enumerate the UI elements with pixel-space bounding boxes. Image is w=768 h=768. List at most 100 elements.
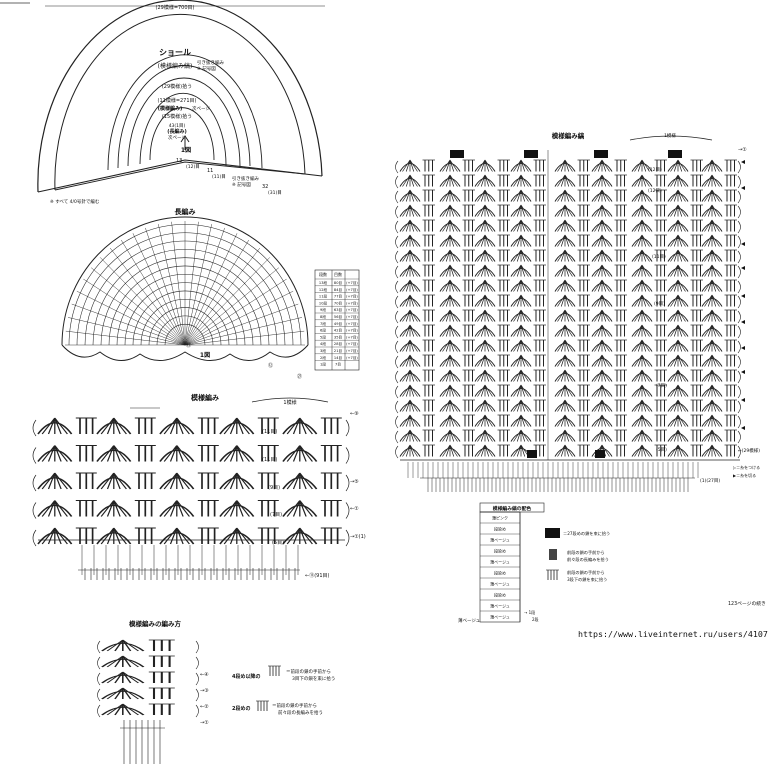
stripe-arrow-top: →① bbox=[738, 147, 747, 153]
table-cell: 28目 bbox=[334, 341, 342, 346]
color-table-title: 模様編み縞の配色 bbox=[493, 505, 532, 512]
source-url: https://www.liveinternet.ru/users/410704… bbox=[578, 629, 768, 639]
color-table-bottom: 薄ベージュ bbox=[458, 617, 480, 624]
how-to-title: 模様編みの編み方 bbox=[129, 619, 182, 628]
table-cell: 12段 bbox=[319, 287, 328, 292]
shawl-footnote: ※ すべて 4/0号針で編む bbox=[50, 198, 100, 205]
table-cell: (+7目) bbox=[346, 307, 358, 312]
pattern-small-count-5: (5目) bbox=[272, 540, 284, 546]
how-to-row2-label: 2段めの bbox=[232, 705, 250, 712]
shawl-rows-29: (29模様)拾う bbox=[162, 83, 192, 90]
table-cell: 8段 bbox=[320, 314, 326, 319]
pattern-stripe-diagram: 模様編み縞 1模様 (12目) (12目) (11目) (9目) (7目) (5… bbox=[395, 131, 760, 492]
shawl-note-b2: ※ 記号図 bbox=[232, 181, 251, 188]
how-to-row4-desc1: ＝前段の鎖の手前から bbox=[286, 668, 331, 675]
table-cell: 49目 bbox=[334, 321, 342, 326]
stripe-count-4: (9目) bbox=[654, 301, 665, 307]
pattern-small-diagram: 模様編み 1模様 (11目) (11目) (9目) (7目) (5目) ←⑨ →… bbox=[32, 393, 366, 580]
how-to-arrow-2: →③ bbox=[200, 688, 209, 694]
table-cell: (+7目) bbox=[346, 355, 358, 360]
shawl-fig: 1図 bbox=[181, 146, 191, 154]
table-cell: 11段 bbox=[319, 294, 328, 299]
shawl-page-ref: 次ページ bbox=[192, 105, 210, 112]
shawl-inner-1: 43(1目) bbox=[169, 123, 186, 129]
stripe-arrow-start: (1)(27目) bbox=[700, 478, 720, 484]
how-to-row4-desc2: 3目下の鎖を束に拾う bbox=[292, 675, 335, 682]
color-legend-1: ＝27段めの鎖を束に拾う bbox=[563, 530, 610, 537]
table-cell: (+7目) bbox=[346, 341, 358, 346]
table-cell: (+7目) bbox=[346, 294, 358, 299]
table-cell: (+7目) bbox=[346, 300, 358, 305]
how-to-row2-desc1: ＝前段の鎖の手前から bbox=[272, 702, 317, 709]
color-row-label: 薄ピンク bbox=[492, 515, 508, 521]
shawl-n32: 32 bbox=[262, 184, 268, 190]
table-cell: 77目 bbox=[334, 294, 342, 299]
how-to-arrow-1: ←④ bbox=[200, 672, 209, 678]
table-cell: 35目 bbox=[334, 334, 342, 339]
shawl-schematic: (29模様=700目) ショール (模様編み縞) 引き抜き編み ※ 記号図 (2… bbox=[0, 0, 325, 205]
table-cell: 7段 bbox=[320, 321, 326, 326]
table-cell: (+7目) bbox=[346, 328, 358, 333]
table-cell: 63目 bbox=[334, 307, 342, 312]
how-to-arrow-3: ←② bbox=[200, 704, 209, 710]
stripe-legend-1: ▷＝糸をつける bbox=[733, 464, 760, 470]
continued-note: 123ページの続き bbox=[728, 600, 766, 607]
table-cell: 13段 bbox=[319, 280, 328, 285]
color-row-label: 薄ベージュ bbox=[490, 614, 510, 620]
table-cell: 84目 bbox=[334, 287, 342, 292]
stripe-count-1: (12目) bbox=[648, 167, 662, 173]
table-cell: 1段 bbox=[320, 362, 326, 367]
color-table: 模様編み縞の配色 薄ピンク段染め薄ベージュ段染め薄ベージュ段染め薄ベージュ段染め… bbox=[458, 502, 610, 624]
color-row-label: 段染め bbox=[494, 570, 506, 576]
stripe-legend-2: ▶＝糸を切る bbox=[733, 472, 756, 478]
table-cell: 5段 bbox=[320, 334, 326, 339]
shawl-pattern-label: (模様編み) bbox=[158, 105, 183, 112]
long-stitch-title: 長編み bbox=[175, 207, 196, 216]
table-cell: 2段 bbox=[320, 355, 326, 360]
shawl-note-a1: 引き抜き編み bbox=[197, 59, 224, 66]
table-header-rows: 段数 bbox=[319, 271, 327, 277]
how-to-diagram: 模様編みの編み方 ←④ →③ ←② →① 4段め以降の ＝前段の鎖の手前から 3… bbox=[97, 619, 335, 764]
table-cell: (+7目) bbox=[346, 348, 358, 353]
color-legend-3a: 前段の鎖の手前から bbox=[567, 569, 605, 576]
pattern-small-arrow-4: →①(1) bbox=[350, 534, 366, 540]
table-cell: 80目 bbox=[334, 280, 342, 285]
shawl-top-width: (29模様=700目) bbox=[156, 4, 195, 11]
color-legend-2a: 前段の鎖の手前から bbox=[567, 549, 605, 556]
color-row-label: 段染め bbox=[494, 592, 506, 598]
long-stitch-fig: 1図 bbox=[200, 351, 210, 359]
table-cell: 70目 bbox=[334, 300, 342, 305]
color-legend-3b: 3段下の鎖を束に拾う bbox=[567, 576, 607, 583]
pattern-small-count-2: (11目) bbox=[262, 457, 277, 463]
table-cell: 7目 bbox=[335, 362, 341, 367]
table-cell: 4段 bbox=[320, 341, 326, 346]
pattern-small-arrow-2: →⑤ bbox=[350, 479, 359, 485]
table-cell: 14目 bbox=[334, 355, 342, 360]
how-to-row2-desc2: 前々段の長編みを拾う bbox=[278, 709, 323, 716]
shawl-inner-2: (長編み) bbox=[167, 128, 187, 135]
pattern-small-title: 模様編み bbox=[191, 393, 219, 402]
shawl-title: ショール bbox=[159, 48, 191, 57]
stripe-count-2: (12目) bbox=[648, 188, 662, 194]
stripe-count-3: (11目) bbox=[652, 254, 666, 260]
start-mark-2: ⑫ bbox=[268, 362, 273, 369]
fan-rays bbox=[65, 221, 305, 346]
pattern-small-arrow-5: ←⑪(91目) bbox=[305, 572, 330, 579]
long-stitch-fan: 長編み 1図 ⑬ ⑫ ㉗ bbox=[61, 207, 309, 380]
pattern-stripe-repeat: 1模様 bbox=[664, 132, 676, 139]
how-to-row4-label: 4段め以降の bbox=[232, 673, 260, 680]
pattern-small-count-4: (7目) bbox=[270, 512, 282, 518]
how-to-arrow-4: →① bbox=[200, 720, 209, 726]
table-cell: 3段 bbox=[320, 348, 326, 353]
color-row-label: 薄ベージュ bbox=[490, 537, 510, 543]
shawl-n11b: (11)目 bbox=[212, 174, 226, 180]
color-row-label: 薄ベージュ bbox=[490, 581, 510, 587]
shawl-n32b: (31)目 bbox=[268, 190, 282, 196]
shawl-n13: 13 bbox=[176, 158, 182, 164]
pattern-small-arrow-3: ←① bbox=[350, 506, 359, 512]
shawl-n13b: (12)目 bbox=[186, 164, 200, 170]
table-cell: (+7目) bbox=[346, 334, 358, 339]
shawl-note-b1: 引き抜き編み bbox=[232, 175, 259, 182]
